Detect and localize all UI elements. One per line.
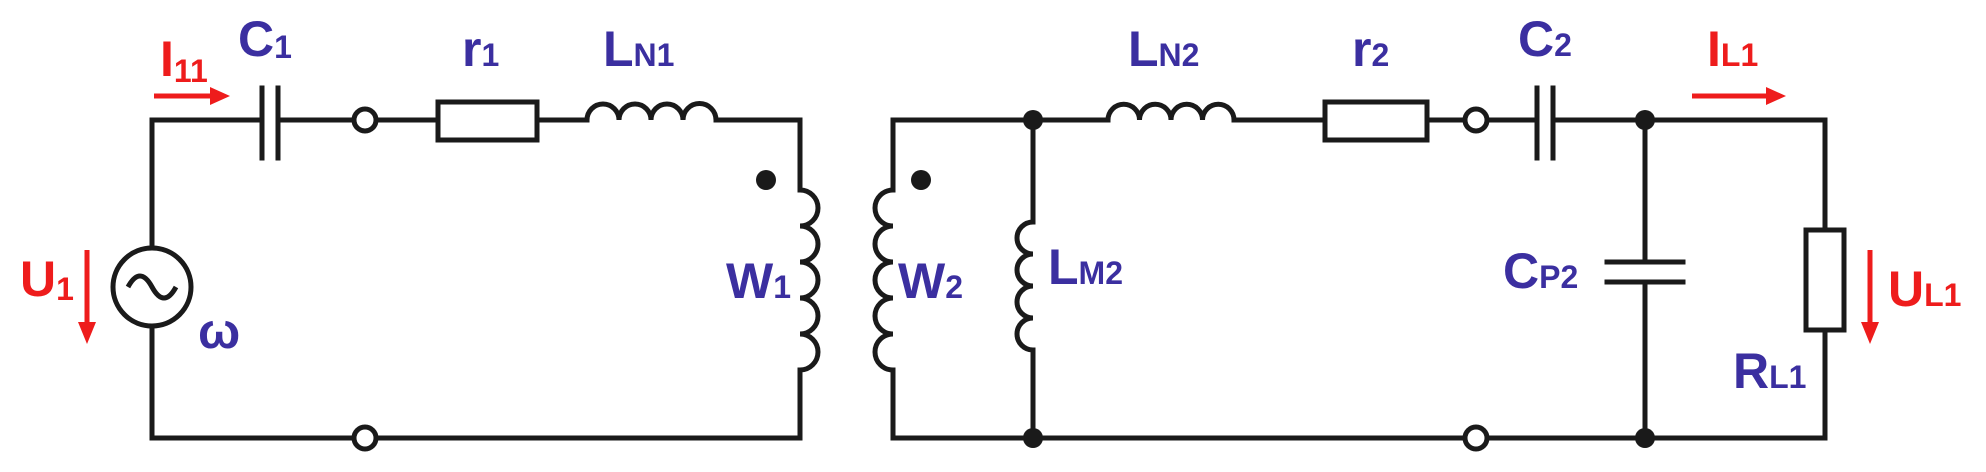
load-resistor-rl1 [1803,227,1847,333]
junction-dot [1635,428,1655,448]
winding-w2 [872,187,894,373]
inductor-ln1 [584,101,719,121]
inductor-ln2 [1105,101,1237,121]
ac-source [110,245,194,329]
label-omega: ω [198,303,240,359]
voltage-arrow-u1 [78,250,96,344]
primary-circuit [78,85,821,452]
label-rl1: RL1 [1733,343,1806,399]
polarity-dot-w1 [756,170,776,190]
label-c1: C1 [238,11,292,67]
voltage-arrow-ul1 [1861,250,1879,344]
label-u1: U1 [20,251,74,307]
terminal-secondary-bottom [1462,424,1490,452]
primary-top-wire [149,117,803,193]
label-ln1: LN1 [603,21,674,77]
label-r2: r2 [1352,21,1389,77]
current-arrow-i11 [154,87,230,105]
junction-dot [1023,428,1043,448]
junction-dot [1635,110,1655,130]
label-c2: C2 [1518,11,1572,67]
current-arrow-il1 [1692,87,1786,105]
capacitor-cp2 [1604,259,1686,285]
secondary-circuit [872,85,1879,452]
terminal-primary-top [351,106,379,134]
label-cp2: CP2 [1503,243,1578,299]
label-ln2: LN2 [1128,21,1199,77]
terminal-secondary-top [1462,106,1490,134]
resistor-r2 [1322,99,1430,143]
label-w2: W2 [898,253,963,309]
label-i11: I11 [160,31,208,89]
label-il1: IL1 [1707,21,1758,77]
secondary-top-wire [890,117,1828,233]
label-w1: W1 [726,253,791,309]
junction-dot [1023,110,1043,130]
capacitor-c2 [1534,85,1556,161]
resistor-r1 [435,99,540,143]
polarity-dot-w2 [911,170,931,190]
terminal-primary-bottom [351,424,379,452]
capacitor-c1 [259,85,281,161]
label-ul1: UL1 [1888,261,1961,317]
inductor-lm2 [1014,219,1034,353]
winding-w1 [799,187,821,373]
label-r1: r1 [462,21,499,77]
label-lm2: LM2 [1048,239,1123,295]
